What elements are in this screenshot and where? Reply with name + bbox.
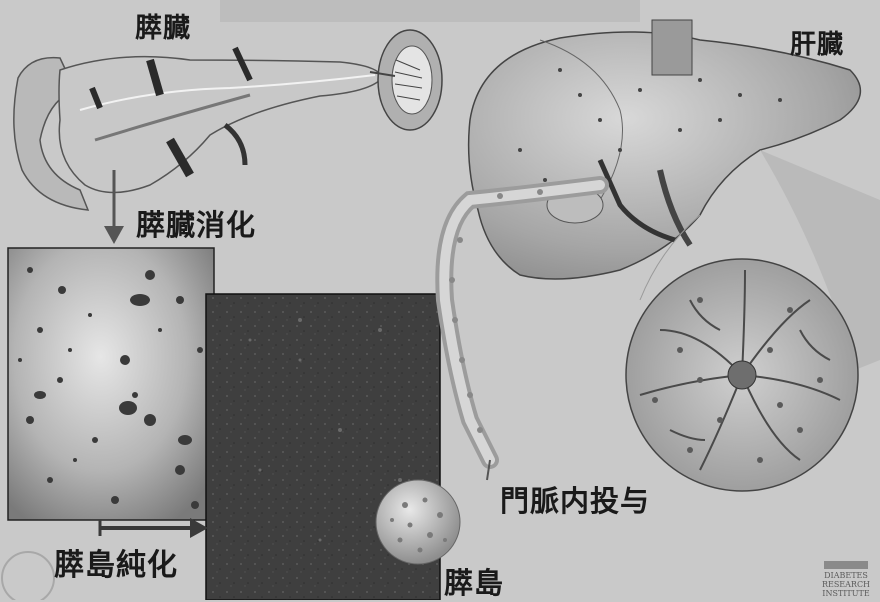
arrow-right-icon (100, 518, 208, 538)
label-portal-infusion: 門脈内投与 (500, 478, 650, 520)
pancreas-illustration (14, 30, 442, 210)
watermark-logo (2, 552, 54, 600)
logo-line1: DIABETES (816, 571, 876, 580)
institute-logo: DIABETES RESEARCH INSTITUTE (816, 561, 876, 598)
label-purification: 膵島純化 (54, 540, 178, 584)
logo-bar (824, 561, 868, 569)
logo-line3: INSTITUTE (816, 589, 876, 598)
digestion-micrograph (8, 248, 214, 520)
label-pancreas: 膵臓 (135, 6, 191, 45)
label-digestion: 膵臓消化 (136, 202, 256, 244)
islet-illustration (376, 480, 460, 564)
logo-line2: RESEARCH (816, 580, 876, 589)
label-islet: 膵島 (444, 560, 504, 602)
title-band-bg (220, 0, 640, 22)
label-liver: 肝臓 (790, 24, 844, 61)
